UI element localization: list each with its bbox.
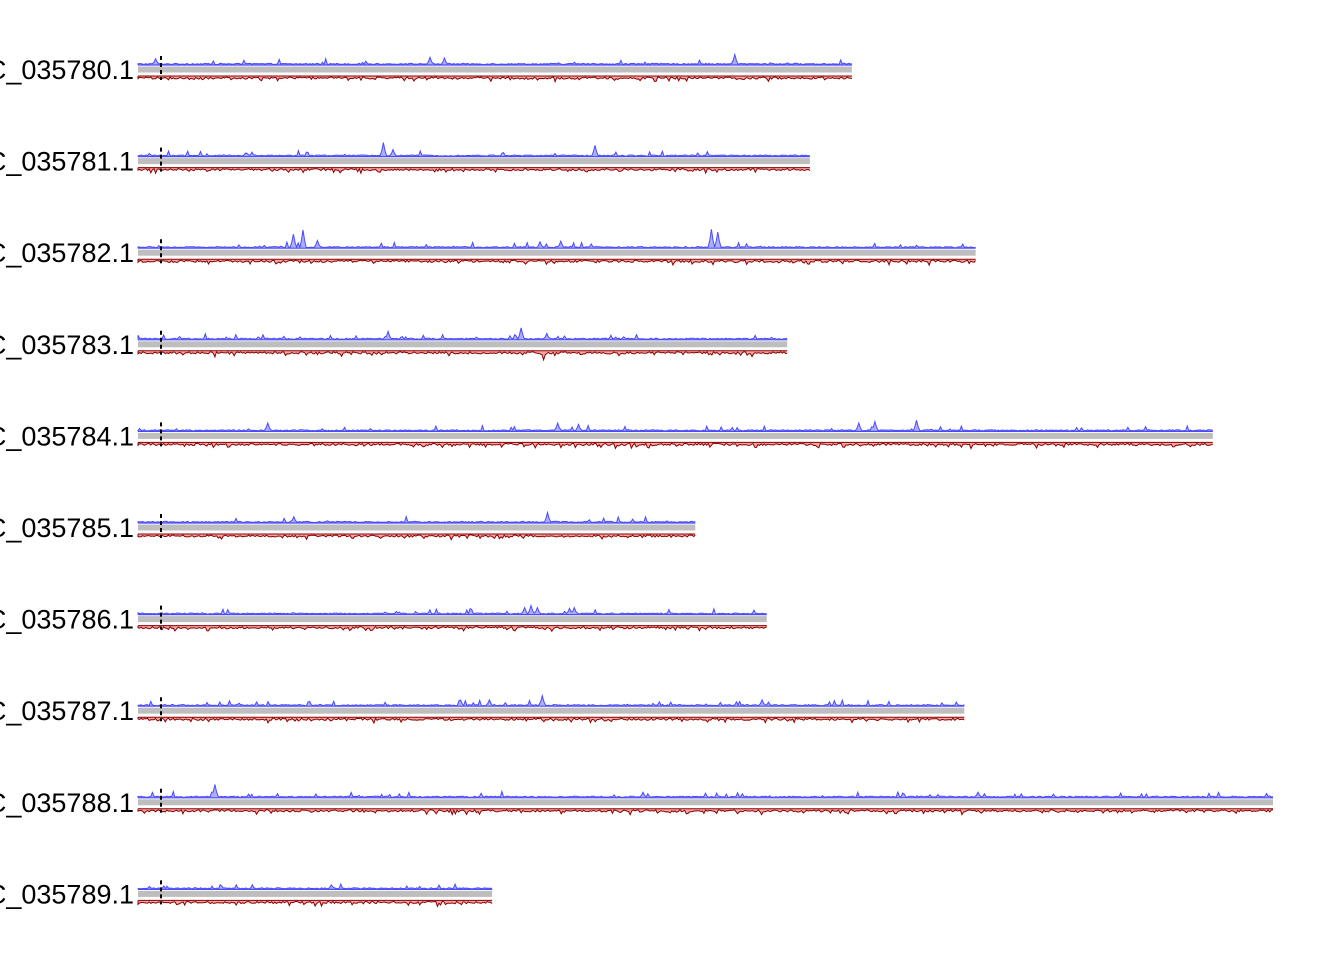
chromosome-bar <box>138 707 965 714</box>
bottom-signal-area <box>138 625 767 632</box>
chromosome-track: C_035787.1 <box>0 693 965 726</box>
chromosome-track: C_035780.1 <box>0 52 853 85</box>
chromosome-track: C_035785.1 <box>0 510 696 543</box>
chromosome-label: C_035786.1 <box>0 605 134 635</box>
chromosome-track: C_035782.1 <box>0 229 976 268</box>
bottom-signal-line <box>137 259 976 267</box>
bottom-signal-area <box>138 717 965 723</box>
chromosome-label: C_035785.1 <box>0 513 134 543</box>
bottom-signal-line <box>137 167 811 175</box>
bottom-signal-area <box>138 808 1273 815</box>
chromosome-bar <box>138 158 810 165</box>
chromosome-label: C_035787.1 <box>0 696 134 726</box>
bottom-signal-area <box>138 76 852 82</box>
bottom-signal-line <box>137 534 696 541</box>
bottom-signal-line <box>137 625 768 633</box>
chromosome-bar <box>138 66 852 73</box>
chromosome-label: C_035784.1 <box>0 421 134 451</box>
top-signal-line <box>137 603 767 616</box>
chromosome-label: C_035780.1 <box>0 55 134 85</box>
top-signal-line <box>137 229 976 250</box>
top-signal-area <box>138 229 976 249</box>
top-signal-line <box>137 882 493 890</box>
chromosome-label: C_035788.1 <box>0 788 134 818</box>
chromosome-track: C_035783.1 <box>0 327 788 362</box>
chromosome-track: C_035788.1 <box>0 784 1274 818</box>
chromosome-label: C_035781.1 <box>0 147 134 177</box>
bottom-signal-line <box>137 76 853 83</box>
bottom-signal-line <box>137 900 493 908</box>
chromosome-label: C_035783.1 <box>0 330 134 360</box>
chromosome-bar <box>138 524 696 531</box>
bottom-signal-area <box>138 167 810 174</box>
chromosome-bar <box>138 341 788 348</box>
bottom-signal-area <box>138 350 788 360</box>
top-signal-area <box>138 784 1273 798</box>
bottom-signal-area <box>138 442 1213 449</box>
chromosome-track: C_035781.1 <box>0 142 811 177</box>
bottom-signal-line <box>137 350 788 362</box>
bottom-signal-line <box>137 442 1213 450</box>
chromosome-track: C_035786.1 <box>0 603 768 635</box>
top-signal-line <box>137 142 811 157</box>
chromosome-label: C_035782.1 <box>0 238 134 268</box>
top-signal-line <box>137 510 696 524</box>
chromosome-bar <box>138 890 493 897</box>
bottom-signal-line <box>137 717 965 725</box>
chromosome-bar <box>138 249 976 256</box>
top-signal-line <box>137 419 1213 432</box>
bottom-signal-line <box>137 808 1274 816</box>
chromosome-track: C_035789.1 <box>0 879 493 909</box>
top-signal-line <box>137 693 965 707</box>
bottom-signal-area <box>138 534 696 540</box>
top-signal-line <box>137 784 1273 799</box>
chromosome-label: C_035789.1 <box>0 879 134 909</box>
top-signal-line <box>137 52 852 66</box>
chromosome-track: C_035784.1 <box>0 419 1213 451</box>
chromosome-bar <box>138 799 1273 806</box>
chromosome-bar <box>138 432 1213 439</box>
chromosome-bar <box>138 616 767 623</box>
top-signal-line <box>137 327 788 341</box>
